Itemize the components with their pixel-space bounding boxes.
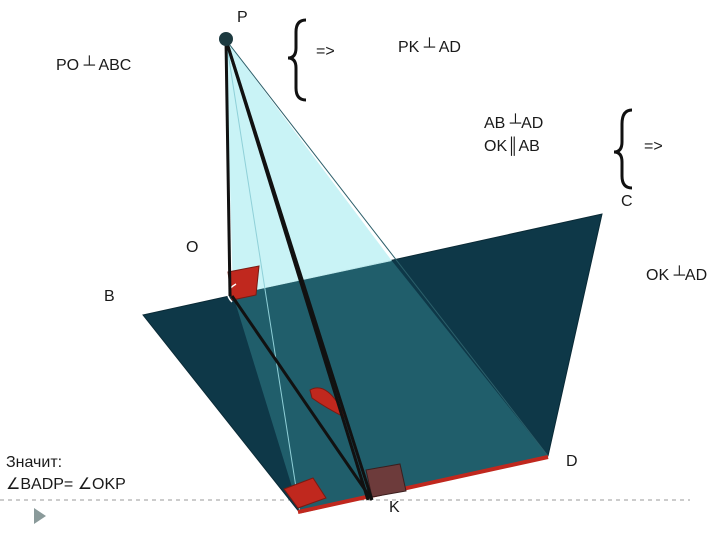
triangle-pbd-upper — [226, 40, 392, 295]
label-p: P — [237, 9, 248, 26]
label-c: C — [621, 193, 633, 210]
statement-ok-perp-ad: OK ┴AD — [646, 265, 707, 284]
brace-2 — [613, 108, 633, 190]
label-k: K — [389, 499, 400, 516]
right-angle-mark-a — [283, 477, 327, 509]
conclusion-angles: ∠BADP= ∠OKP — [6, 476, 126, 493]
statement-pk-perp-ad: PK ┴ AD — [398, 37, 461, 56]
label-b: B — [104, 288, 115, 305]
line-pd — [225, 39, 549, 457]
segment-pk-right — [224, 39, 374, 501]
line-pb-edge — [225, 39, 301, 514]
conclusion-title: Значит: — [6, 454, 62, 471]
label-d: D — [566, 453, 578, 470]
right-angle-mark-k — [365, 463, 407, 498]
point-p — [219, 32, 233, 46]
slide-marker-icon — [34, 508, 46, 524]
implies-arrow-2: => — [644, 138, 663, 155]
edge-ad — [297, 455, 549, 514]
label-o: O — [186, 239, 198, 256]
implies-arrow-1: => — [316, 43, 335, 60]
triangle-pbd-on-plane — [233, 261, 548, 513]
statement-ok-parallel-ab: OK║AB — [484, 136, 540, 156]
brace-1 — [287, 18, 307, 102]
segment-ok — [230, 295, 374, 501]
statement-ab-perp-ad: AB ┴AD — [484, 113, 543, 132]
statement-po-perp-abc: PO ┴ ABC — [56, 55, 131, 74]
segment-po — [224, 39, 232, 297]
right-angle-mark-o — [227, 265, 260, 301]
angle-at-o-arc — [227, 283, 237, 303]
